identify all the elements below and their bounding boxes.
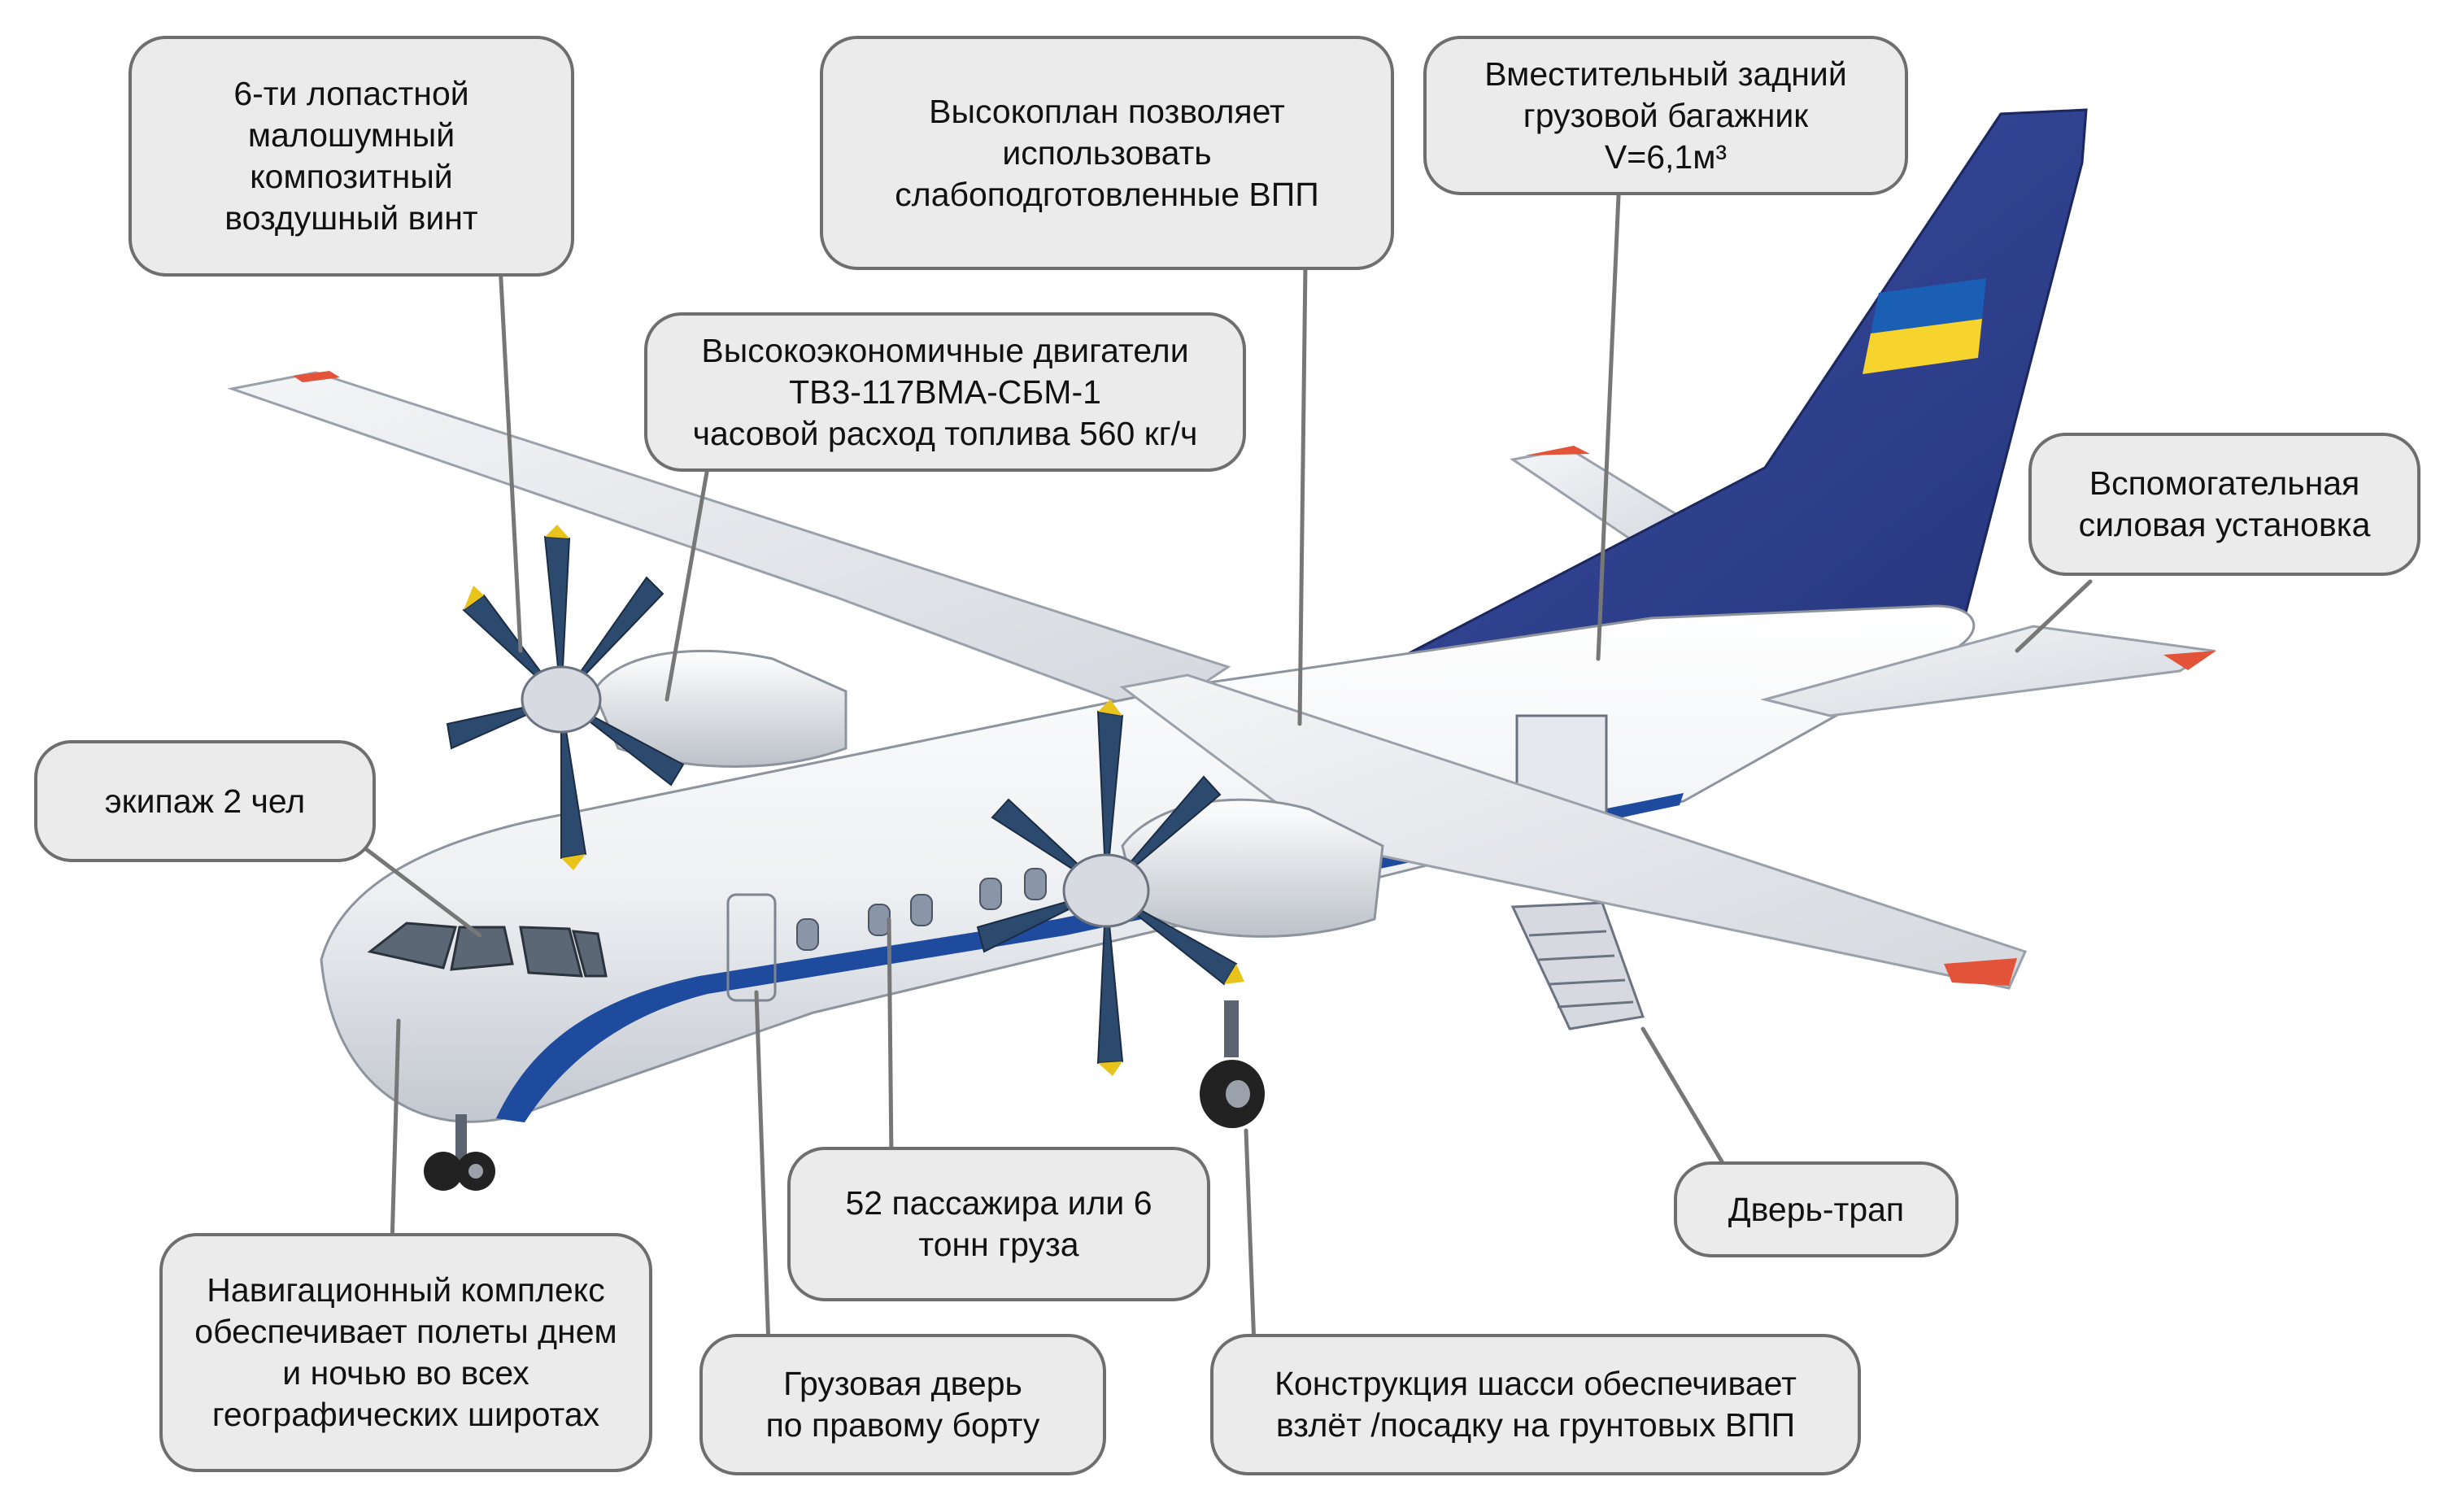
callout-cargo-hold-text: Вместительный задний грузовой багажник V…	[1484, 54, 1847, 176]
callout-high-wing: Высокоплан позволяет использовать слабоп…	[820, 36, 1394, 270]
callout-engines: Высокоэкономичные двигатели ТВ3-117ВМА-С…	[644, 312, 1246, 472]
callout-cargo-hold: Вместительный задний грузовой багажник V…	[1423, 36, 1908, 195]
right-spinner	[1062, 853, 1150, 928]
main-landing-gear	[1200, 1000, 1265, 1128]
cargo-door	[726, 893, 777, 1002]
right-stabilizer-tip	[2163, 651, 2216, 670]
nose-landing-gear	[424, 1114, 495, 1191]
right-propeller	[976, 699, 1244, 1076]
callout-crew: экипаж 2 чел	[34, 740, 376, 862]
callout-propeller-text: 6-ти лопастной малошумный композитный во…	[224, 75, 478, 237]
callout-propeller: 6-ти лопастной малошумный композитный во…	[129, 36, 574, 277]
callout-passengers-text: 52 пассажира или 6 тонн груза	[845, 1184, 1152, 1263]
right-wing-tip	[1944, 958, 2017, 986]
callout-landing-gear: Конструкция шасси обеспечивает взлёт /по…	[1210, 1334, 1861, 1475]
left-stabilizer-tip	[1525, 446, 1590, 455]
callout-door-stairs: Дверь-трап	[1674, 1161, 1959, 1257]
callout-apu: Вспомогательная силовая установка	[2028, 433, 2420, 576]
left-spinner	[521, 665, 602, 734]
callout-passengers: 52 пассажира или 6 тонн груза	[787, 1147, 1210, 1301]
callout-navigation: Навигационный комплекс обеспечивает поле…	[159, 1233, 652, 1472]
callout-crew-text: экипаж 2 чел	[104, 782, 306, 820]
door-stairs	[1510, 901, 1645, 1031]
callout-engines-text: Высокоэкономичные двигатели ТВ3-117ВМА-С…	[692, 331, 1198, 452]
callout-navigation-text: Навигационный комплекс обеспечивает поле…	[194, 1271, 617, 1433]
callout-door-stairs-text: Дверь-трап	[1728, 1190, 1905, 1228]
callout-cargo-door-text: Грузовая дверь по правому борту	[765, 1365, 1040, 1444]
left-wing-tip	[293, 371, 340, 382]
callout-apu-text: Вспомогательная силовая установка	[2078, 464, 2371, 543]
callout-cargo-door: Грузовая дверь по правому борту	[699, 1334, 1106, 1475]
callout-landing-gear-text: Конструкция шасси обеспечивает взлёт /по…	[1274, 1365, 1797, 1444]
flag-emblem	[1863, 278, 1986, 374]
callout-high-wing-text: Высокоплан позволяет использовать слабоп…	[895, 92, 1319, 213]
cabin-windows	[796, 868, 1047, 951]
right-engine-nacelle	[1121, 798, 1384, 938]
